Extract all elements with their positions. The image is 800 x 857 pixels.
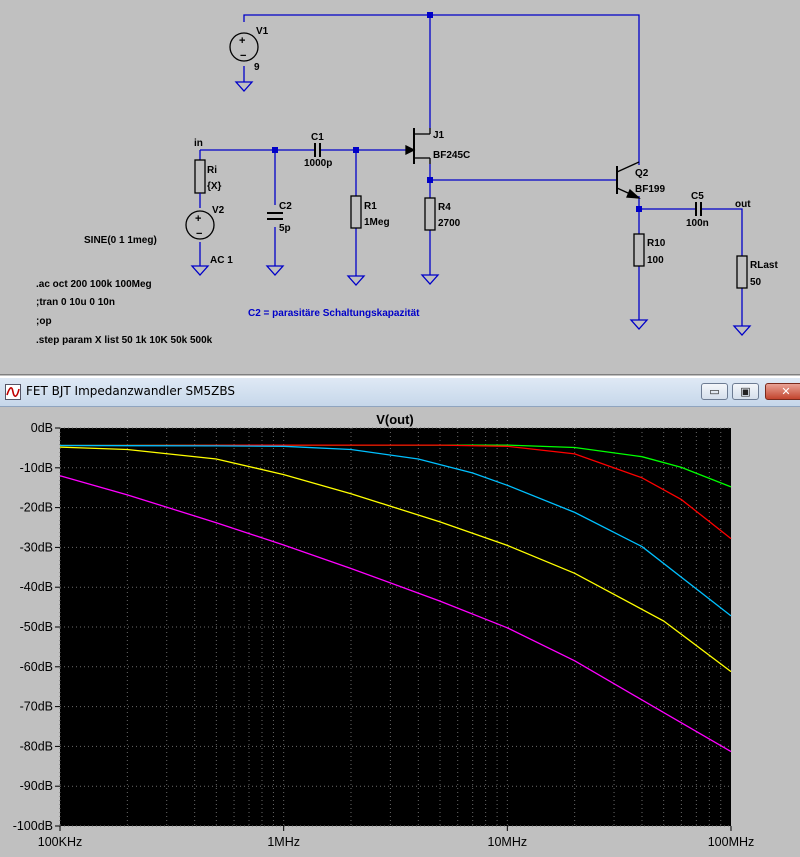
x-tick-label-0: 100KHz (38, 835, 82, 849)
r10-resistor[interactable] (633, 233, 645, 267)
c1-capacitor[interactable] (314, 143, 321, 157)
v1-voltage-source[interactable]: + − (229, 32, 259, 62)
waveform-icon (5, 384, 21, 400)
r1-resistor[interactable] (350, 195, 362, 229)
v2-value: AC 1 (210, 255, 233, 266)
c5-label: C5 (691, 191, 704, 202)
v2-sine-spec: SINE(0 1 1meg) (84, 235, 157, 246)
j1-label: J1 (433, 130, 445, 141)
close-icon: ✕ (781, 385, 791, 398)
plot-traces (59, 444, 732, 753)
y-axis-ticks: 0dB -10dB -20dB -30dB -40dB -50dB -60dB -70dB -8… (13, 421, 60, 833)
trace-2[interactable] (59, 444, 732, 617)
spice-directive-op[interactable]: ;op (36, 316, 52, 327)
rlast-resistor[interactable] (736, 255, 748, 289)
trace-title-vout[interactable]: V(out) (376, 412, 414, 427)
restore-icon: ▣ (740, 385, 751, 398)
j1-jfet[interactable] (405, 128, 431, 164)
y-tick-label-0: 0dB (31, 421, 53, 435)
c1-value: 1000p (304, 158, 332, 169)
y-tick-label-4: -40dB (20, 580, 53, 594)
v2-voltage-source[interactable]: + − (185, 210, 215, 240)
q2-value: BF199 (635, 184, 665, 195)
schematic-comment: C2 = parasitäre Schaltungskapazität (248, 308, 420, 319)
ri-label: Ri (207, 165, 217, 176)
v1-label: V1 (256, 26, 269, 37)
spice-directive-step[interactable]: .step param X list 50 1k 10K 50k 500k (36, 335, 213, 346)
svg-text:−: − (240, 50, 246, 62)
y-tick-label-6: -60dB (20, 660, 53, 674)
svg-text:+: + (239, 35, 245, 47)
restore-button[interactable]: ▣ (732, 383, 759, 400)
r1-value: 1Meg (364, 217, 390, 228)
c2-capacitor[interactable] (267, 212, 283, 220)
v1-value: 9 (254, 62, 260, 73)
ri-value: {X} (207, 181, 222, 192)
q2-label: Q2 (635, 168, 649, 179)
x-axis-ticks: 100KHz 1MHz 10MHz 100MHz (38, 826, 755, 849)
spice-directive-tran[interactable]: ;tran 0 10u 0 10n (36, 297, 115, 308)
net-label-in: in (194, 138, 203, 149)
c5-value: 100n (686, 218, 709, 229)
y-tick-label-7: -70dB (20, 700, 53, 714)
schematic-canvas[interactable]: + − V1 9 in Ri {X} + − V2 AC 1 SINE(0 1 … (0, 0, 800, 375)
r4-resistor[interactable] (424, 197, 436, 231)
junction-dots (272, 12, 642, 212)
svg-text:+: + (195, 213, 201, 225)
ground-symbols (190, 81, 752, 336)
ac-analysis-plot[interactable]: 0dB -10dB -20dB -30dB -40dB -50dB -60dB -70dB -8… (0, 406, 800, 857)
r1-label: R1 (364, 201, 377, 212)
plot-area[interactable] (60, 428, 731, 826)
c1-label: C1 (311, 132, 324, 143)
trace-4[interactable] (59, 475, 732, 753)
q2-transistor[interactable] (616, 161, 641, 199)
plot-window-title: FET BJT Impedanzwandler SM5ZBS (26, 384, 235, 398)
net-label-out: out (735, 199, 751, 210)
c2-value: 5p (279, 223, 291, 234)
r10-value: 100 (647, 255, 664, 266)
rlast-label: RLast (750, 260, 778, 271)
y-tick-label-1: -10dB (20, 461, 53, 475)
minimize-button[interactable]: ▭ (701, 383, 728, 400)
c5-capacitor[interactable] (695, 202, 702, 216)
wires (199, 14, 743, 326)
rlast-value: 50 (750, 277, 762, 288)
minimize-icon: ▭ (709, 385, 720, 398)
plot-window[interactable]: FET BJT Impedanzwandler SM5ZBS ▭ ▣ ✕ 0dB… (0, 376, 800, 857)
c2-label: C2 (279, 201, 292, 212)
close-button[interactable]: ✕ (765, 383, 800, 400)
plot-window-titlebar[interactable]: FET BJT Impedanzwandler SM5ZBS ▭ ▣ ✕ (0, 378, 800, 407)
ri-resistor[interactable] (194, 159, 206, 196)
j1-value: BF245C (433, 150, 470, 161)
y-tick-label-9: -90dB (20, 779, 53, 793)
r4-value: 2700 (438, 218, 461, 229)
trace-1[interactable] (59, 444, 732, 540)
trace-3[interactable] (59, 446, 732, 673)
y-tick-label-5: -50dB (20, 620, 53, 634)
x-tick-label-1: 1MHz (267, 835, 300, 849)
v2-label: V2 (212, 205, 225, 216)
r10-label: R10 (647, 238, 666, 249)
x-tick-label-2: 10MHz (488, 835, 528, 849)
r4-label: R4 (438, 202, 451, 213)
svg-text:−: − (196, 228, 202, 240)
y-tick-label-10: -100dB (13, 819, 53, 833)
y-tick-label-3: -30dB (20, 540, 53, 554)
x-tick-label-3: 100MHz (708, 835, 755, 849)
spice-directive-ac[interactable]: .ac oct 200 100k 100Meg (36, 279, 152, 290)
y-tick-label-2: -20dB (20, 501, 53, 515)
y-tick-label-8: -80dB (20, 739, 53, 753)
